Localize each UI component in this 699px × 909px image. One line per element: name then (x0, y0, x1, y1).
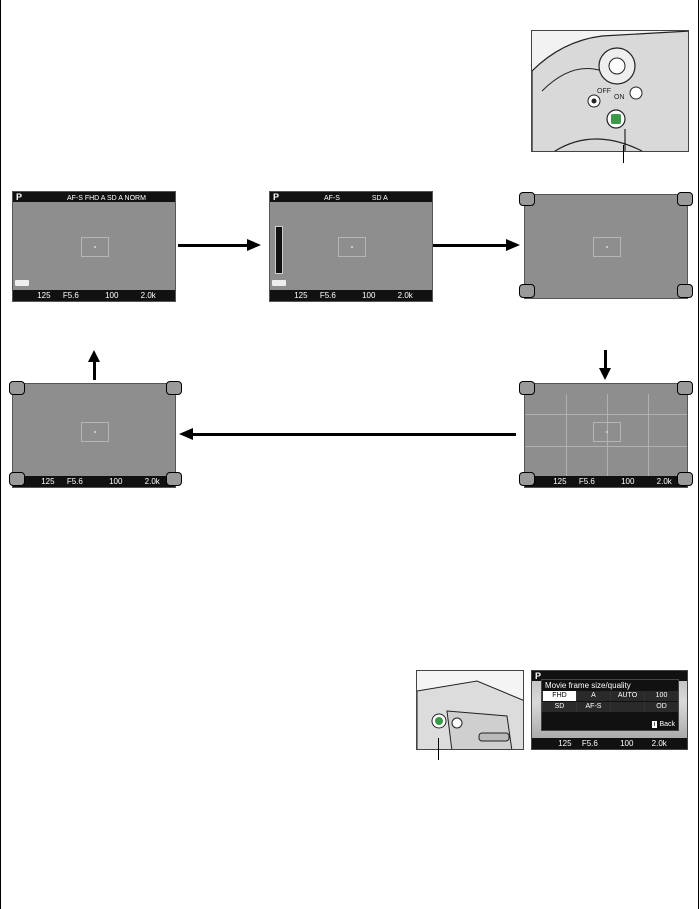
bottom-status-bar: 125 F5.6 100 2.0k (13, 290, 175, 301)
screen-1-info-display: P AF-S FHD A SD A NORM 125 F5.6 100 2.0k (12, 191, 176, 302)
menu-row-2: SD AF-S OD (542, 702, 678, 712)
top-status-right: SD A (371, 195, 388, 202)
arrow-down (604, 350, 607, 370)
battery-icon (272, 280, 286, 286)
corner-marker-top-right (677, 381, 693, 395)
screen-2-info-display: P AF-S SD A 125 F5.6 100 2.0k (269, 191, 433, 302)
aperture: F5.6 (319, 291, 336, 300)
live-view-menu-screen: P Movie frame size/quality FHD A AUTO 10… (531, 670, 688, 750)
iso: 100 (362, 291, 376, 300)
aperture: F5.6 (66, 477, 83, 486)
screen-3-no-info (524, 194, 688, 299)
corner-marker-top-right (677, 192, 693, 206)
af-frame (81, 422, 109, 442)
arrow-right-2-head (506, 239, 520, 251)
shooting-mode: P (272, 192, 279, 202)
arrow-right-1-head (247, 239, 261, 251)
arrow-right-2 (433, 244, 507, 247)
corner-marker-top-left (9, 381, 25, 395)
corner-marker-bottom-left (9, 472, 25, 486)
grid-line (566, 394, 567, 476)
shooting-mode: P (534, 671, 541, 681)
top-status-bar: P AF-S SD A (270, 192, 432, 202)
camera-back-illustration (416, 670, 524, 750)
back-text: Back (659, 721, 675, 728)
corner-marker-bottom-right (677, 472, 693, 486)
arrow-up (93, 360, 96, 380)
menu-item-focus-mode[interactable]: AF-S (576, 702, 610, 712)
menu-item-af-area[interactable] (610, 702, 644, 712)
bottom-status-bar: 125 F5.6 100 2.0k (13, 476, 175, 487)
iso: 100 (621, 477, 635, 486)
af-frame (81, 237, 109, 257)
shutter-speed: 125 (558, 739, 572, 748)
aperture: F5.6 (581, 739, 598, 748)
menu-item-iso[interactable]: 100 (644, 691, 678, 701)
i-button-icon: i (651, 721, 658, 728)
battery-icon (15, 280, 29, 286)
corner-marker-bottom-left (519, 472, 535, 486)
arrow-right-1 (178, 244, 248, 247)
remaining-exposures: 2.0k (144, 477, 160, 486)
corner-marker-bottom-right (677, 284, 693, 298)
corner-marker-bottom-left (519, 284, 535, 298)
iso: 100 (109, 477, 123, 486)
top-status-text: AF-S (323, 195, 340, 202)
bottom-status-bar: 125 F5.6 100 2.0k (270, 290, 432, 301)
shutter-speed: 125 (294, 291, 308, 300)
menu-row-1: FHD A AUTO 100 (542, 691, 678, 701)
shutter-speed: 125 (41, 477, 55, 486)
af-frame (593, 422, 621, 442)
camera-back-drawing (417, 671, 523, 749)
top-status-bar: P AF-S FHD A SD A NORM (13, 192, 175, 202)
remaining-exposures: 2.0k (656, 477, 672, 486)
top-status-text: AF-S FHD A SD A NORM (66, 195, 146, 202)
remaining-exposures: 2.0k (397, 291, 413, 300)
bottom-status-bar: 125 F5.6 100 2.0k (525, 476, 687, 487)
menu-item-vr[interactable]: OD (644, 702, 678, 712)
arrow-left-head (179, 428, 193, 440)
aperture: F5.6 (62, 291, 79, 300)
level-meter (275, 226, 283, 274)
svg-text:OFF: OFF (597, 88, 611, 95)
menu-item-frame-size[interactable]: FHD (542, 691, 576, 701)
callout-line-2 (438, 738, 439, 760)
screen-4-minimal-info: 125 F5.6 100 2.0k (12, 383, 176, 488)
shutter-speed: 125 (37, 291, 51, 300)
menu-title: Movie frame size/quality (545, 681, 631, 690)
bottom-status-bar: 125 F5.6 100 2.0k (532, 738, 687, 749)
remaining-exposures: 2.0k (140, 291, 156, 300)
corner-marker-top-right (166, 381, 182, 395)
arrow-left (192, 433, 516, 436)
remaining-exposures: 2.0k (651, 739, 667, 748)
camera-top-drawing: OFF ON (532, 31, 688, 151)
svg-text:ON: ON (614, 94, 625, 101)
arrow-up-head (88, 350, 100, 362)
grid-line (648, 394, 649, 476)
corner-marker-top-left (519, 192, 535, 206)
menu-item-wb[interactable]: AUTO (610, 691, 644, 701)
shutter-speed: 125 (553, 477, 567, 486)
corner-marker-top-left (519, 381, 535, 395)
i-menu-panel: Movie frame size/quality FHD A AUTO 100 … (541, 679, 679, 731)
grid-line (525, 414, 687, 415)
top-status-bar: P (532, 671, 687, 681)
af-frame (593, 237, 621, 257)
grid-line (525, 446, 687, 447)
corner-marker-bottom-right (166, 472, 182, 486)
af-frame (338, 237, 366, 257)
shooting-mode: P (15, 192, 22, 202)
aperture: F5.6 (578, 477, 595, 486)
arrow-down-head (599, 368, 611, 380)
iso: 100 (105, 291, 119, 300)
menu-item-destination[interactable]: SD (542, 702, 576, 712)
callout-line (623, 145, 624, 163)
menu-item-mic[interactable]: A (576, 691, 610, 701)
screen-5-framing-grid: 125 F5.6 100 2.0k (524, 383, 688, 488)
iso: 100 (620, 739, 634, 748)
grid-line (607, 394, 608, 476)
camera-top-illustration: OFF ON (531, 30, 689, 152)
